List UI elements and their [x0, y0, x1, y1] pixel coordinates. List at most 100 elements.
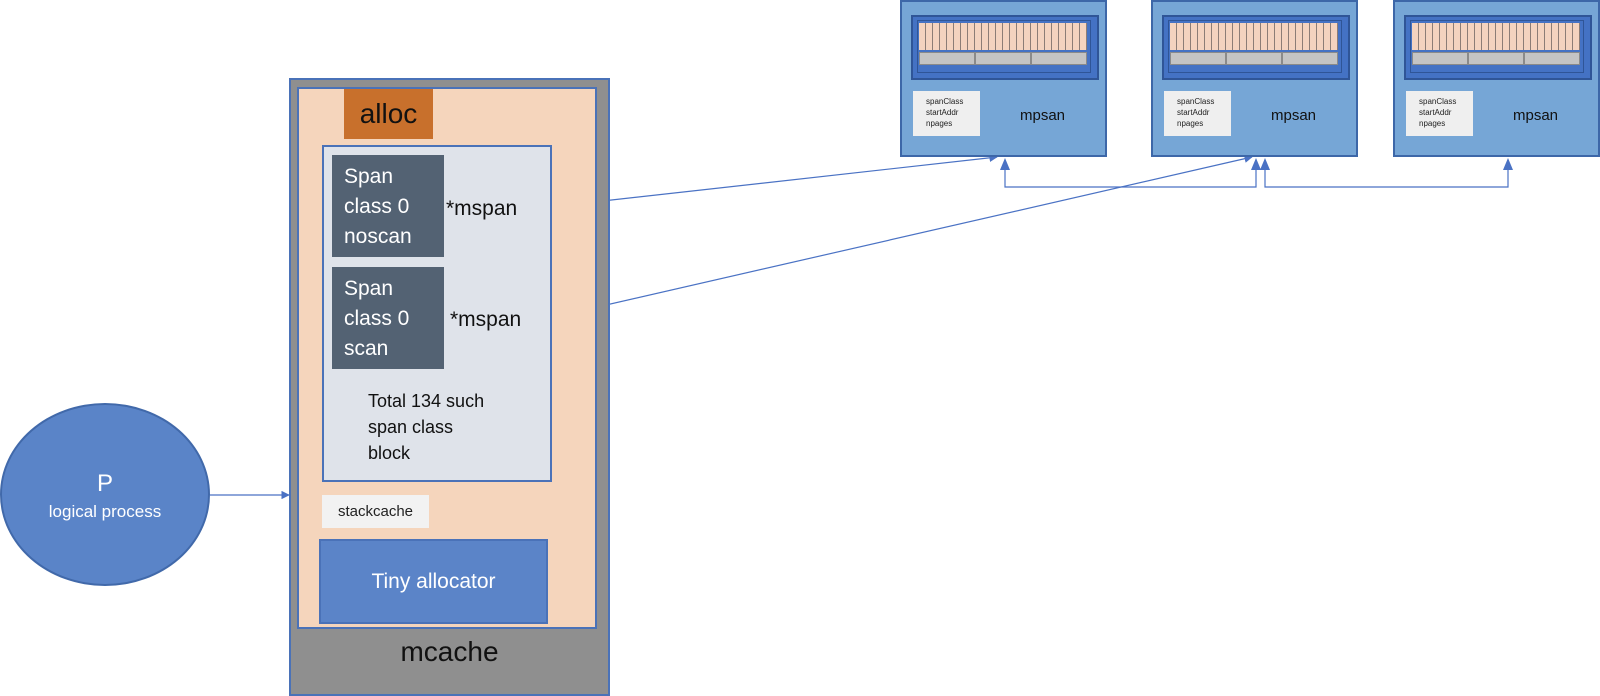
note-line: Total 134 such [368, 391, 485, 411]
mspan-list-link-2-3 [1264, 170, 1509, 188]
page-row [1412, 23, 1580, 50]
page-cell [1017, 23, 1024, 50]
page-segment [1226, 52, 1282, 65]
mspan-list-arrowhead-2a [1251, 158, 1261, 170]
span-class-scan: Span class 0 scan [332, 267, 444, 369]
field-start-addr: startAddr [1177, 108, 1210, 117]
segment-row [1170, 52, 1338, 65]
page-row [1170, 23, 1338, 50]
span-pages [917, 20, 1091, 73]
field-start-addr: startAddr [1419, 108, 1452, 117]
mspan-pointer-label: *mspan [446, 197, 518, 220]
field-span-class: spanClass [1419, 97, 1457, 106]
page-cell [1454, 23, 1461, 50]
page-cell [1447, 23, 1454, 50]
span-pages [1168, 20, 1342, 73]
page-cell [1024, 23, 1031, 50]
span-class-noscan: Span class 0 noscan [332, 155, 444, 257]
page-cell [1310, 23, 1317, 50]
page-cell [1433, 23, 1440, 50]
page-cell [1475, 23, 1482, 50]
processor-letter: P [96, 470, 113, 497]
field-npages: npages [1419, 119, 1446, 128]
mspan-list-arrowhead-3 [1503, 158, 1513, 170]
page-cell [1531, 23, 1538, 50]
page-cell [1198, 23, 1205, 50]
page-cell [1496, 23, 1503, 50]
page-cell [954, 23, 961, 50]
page-cell [1331, 23, 1338, 50]
page-cell [1419, 23, 1426, 50]
span-line: noscan [344, 225, 412, 248]
page-cell [989, 23, 996, 50]
page-cell [1010, 23, 1017, 50]
page-cell [1482, 23, 1489, 50]
page-cell [1066, 23, 1073, 50]
page-segment [1031, 52, 1087, 65]
span-line: scan [344, 337, 389, 360]
segment-row [1412, 52, 1580, 65]
page-segment [1524, 52, 1580, 65]
page-cell [968, 23, 975, 50]
page-cell [947, 23, 954, 50]
page-segment [1282, 52, 1338, 65]
page-cell [1412, 23, 1419, 50]
page-cell [1073, 23, 1080, 50]
page-cell [1552, 23, 1559, 50]
page-cell [1510, 23, 1517, 50]
page-cell [1205, 23, 1212, 50]
stackcache-label: stackcache [322, 495, 429, 528]
span-memory-block [1404, 15, 1592, 80]
processor-subtitle: logical process [48, 502, 162, 521]
page-cell [1489, 23, 1496, 50]
page-cell [1303, 23, 1310, 50]
page-cell [1219, 23, 1226, 50]
page-cell [982, 23, 989, 50]
total-span-class-note: Total 134 such span class block [368, 388, 528, 466]
alloc-label: alloc [344, 89, 433, 139]
page-cell [1282, 23, 1289, 50]
page-cell [1080, 23, 1087, 50]
page-cell [933, 23, 940, 50]
span-line: class 0 [344, 307, 410, 330]
page-cell [940, 23, 947, 50]
page-cell [1059, 23, 1066, 50]
page-cell [996, 23, 1003, 50]
page-cell [1268, 23, 1275, 50]
segment-row [919, 52, 1087, 65]
page-cell [1559, 23, 1566, 50]
span-line: Span [344, 165, 394, 188]
field-npages: npages [1177, 119, 1204, 128]
page-cell [1573, 23, 1580, 50]
mspan-fields: spanClass startAddr npages [913, 91, 980, 136]
page-cell [1296, 23, 1303, 50]
field-npages: npages [926, 119, 953, 128]
span-pages [1410, 20, 1584, 73]
page-cell [926, 23, 933, 50]
page-cell [1503, 23, 1510, 50]
span-line: class 0 [344, 195, 410, 218]
mspan-pointer-label: *mspan [450, 308, 522, 331]
page-cell [1289, 23, 1296, 50]
page-cell [1177, 23, 1184, 50]
page-cell [919, 23, 926, 50]
page-cell [975, 23, 982, 50]
page-cell [1566, 23, 1573, 50]
page-cell [1261, 23, 1268, 50]
page-cell [1038, 23, 1045, 50]
page-cell [1517, 23, 1524, 50]
mspan-card: spanClass startAddr npages mpsan [1151, 0, 1358, 157]
page-segment [1468, 52, 1524, 65]
page-cell [1275, 23, 1282, 50]
mspan-fields: spanClass startAddr npages [1406, 91, 1473, 136]
page-segment [1412, 52, 1468, 65]
mspan-card: spanClass startAddr npages mpsan [900, 0, 1107, 157]
page-cell [1191, 23, 1198, 50]
mspan-list-link-1-2 [1004, 170, 1257, 188]
mspan-name: mpsan [1020, 107, 1066, 124]
span-memory-block [911, 15, 1099, 80]
tiny-allocator-box: Tiny allocator [319, 539, 548, 624]
page-segment [919, 52, 975, 65]
note-line: span class [368, 417, 454, 437]
mcache-label: mcache [400, 636, 499, 667]
